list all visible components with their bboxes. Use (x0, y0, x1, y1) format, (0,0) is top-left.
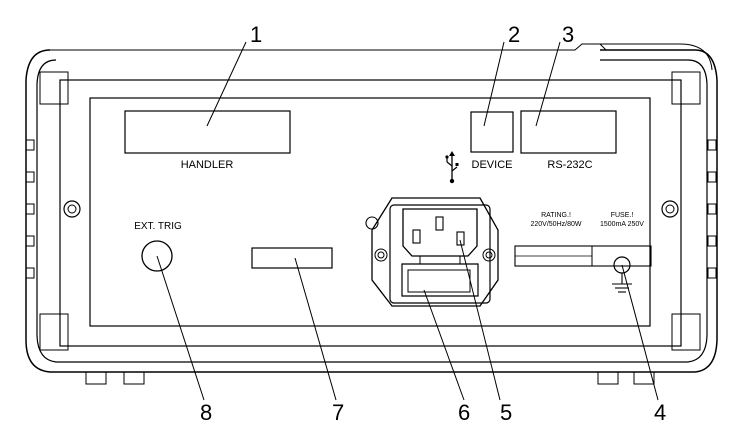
callout-4: 4 (654, 400, 666, 425)
handler-port (124, 110, 291, 154)
ext-trig-label: EXT. TRIG (134, 221, 182, 232)
callout-5: 5 (500, 400, 512, 425)
callout-8: 8 (200, 400, 212, 425)
callout-6: 6 (458, 400, 470, 425)
fuse-title: FUSE.! (611, 212, 634, 219)
ext-trig-connector (141, 240, 173, 272)
ground-icon (612, 256, 632, 293)
rs232c-label: RS-232C (547, 159, 592, 171)
rating-value: 220V/50Hz/80W (531, 221, 582, 228)
rs232c-port (520, 110, 617, 154)
housing-outline (25, 43, 718, 385)
leader-lines (156, 41, 659, 401)
callout-2: 2 (508, 22, 520, 47)
rating-title: RATING.! (541, 212, 571, 219)
callout-3: 3 (562, 22, 574, 47)
callout-1: 1 (250, 22, 262, 47)
device-label: DEVICE (472, 159, 513, 171)
callout-7: 7 (332, 400, 344, 425)
device-port (470, 111, 514, 153)
handler-label: HANDLER (181, 159, 234, 171)
label-plate (251, 247, 333, 269)
usb-icon (445, 151, 459, 184)
power-inlet (371, 197, 499, 307)
fuse-value: 1500mA 250V (600, 221, 644, 228)
